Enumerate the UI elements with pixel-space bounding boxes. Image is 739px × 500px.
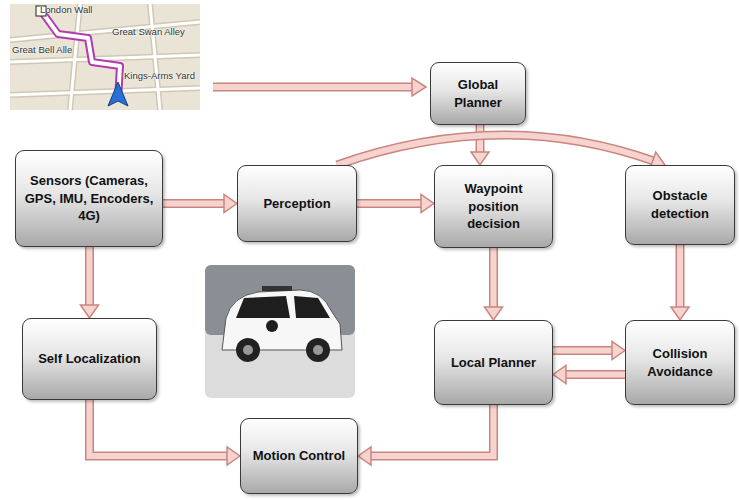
- process-box: Sensors (Cameras, GPS, IMU, Encoders, 4G…: [15, 150, 163, 247]
- flow-arrow: [357, 195, 434, 213]
- car-window: [236, 296, 290, 318]
- process-box: Local Planner: [434, 320, 553, 405]
- flow-arrow: [553, 366, 625, 384]
- map-to-planner-arrow: [213, 78, 426, 96]
- map-streets: [10, 4, 200, 110]
- car-logo: [266, 320, 278, 332]
- box-label: Sensors (Cameras, GPS, IMU, Encoders, 4G…: [24, 172, 154, 226]
- car-window: [294, 296, 330, 318]
- map-streets-inner: [10, 4, 200, 110]
- process-box: Obstacle detection: [625, 165, 735, 245]
- map-picture: [10, 4, 200, 110]
- process-box: Motion Control: [240, 418, 358, 494]
- box-label: Waypoint position decision: [443, 180, 544, 234]
- box-label: Self Localization: [38, 350, 141, 368]
- photo-ground: [205, 265, 355, 398]
- process-box: Perception: [237, 165, 357, 242]
- street-name: London Wall: [40, 4, 92, 15]
- route-line: [42, 12, 120, 100]
- box-label: Motion Control: [253, 447, 345, 465]
- flow-arrow: [81, 247, 99, 318]
- box-label: Local Planner: [451, 354, 536, 372]
- flow-arrow: [358, 405, 494, 465]
- car-wheel: [306, 338, 330, 362]
- car-hub: [313, 345, 323, 355]
- flow-arrow: [485, 248, 503, 320]
- map-ground: [10, 4, 200, 110]
- process-box: Waypoint position decision: [434, 165, 553, 248]
- process-box: Global Planner: [430, 62, 526, 125]
- box-label: Perception: [263, 195, 330, 213]
- box-label: Collision Avoidance: [634, 345, 726, 381]
- car-photo: [205, 265, 355, 398]
- roof-sensor: [262, 286, 292, 291]
- flow-arrow: [553, 342, 625, 360]
- car-wheel: [236, 338, 260, 362]
- car-hub: [243, 345, 253, 355]
- street-name: Great Bell Alle: [12, 44, 72, 55]
- street-name: Kings-Arms Yard: [124, 70, 195, 81]
- flow-arrow: [163, 195, 237, 213]
- box-label: Obstacle detection: [634, 187, 726, 223]
- box-label: Global Planner: [439, 76, 517, 112]
- process-box: Collision Avoidance: [625, 320, 735, 405]
- street-name: Great Swan Alley: [112, 26, 185, 37]
- position-marker: [108, 82, 128, 106]
- process-box: Self Localization: [22, 318, 157, 400]
- flow-arrow: [90, 400, 241, 465]
- route-outline: [42, 12, 120, 100]
- flow-arrow: [671, 245, 689, 320]
